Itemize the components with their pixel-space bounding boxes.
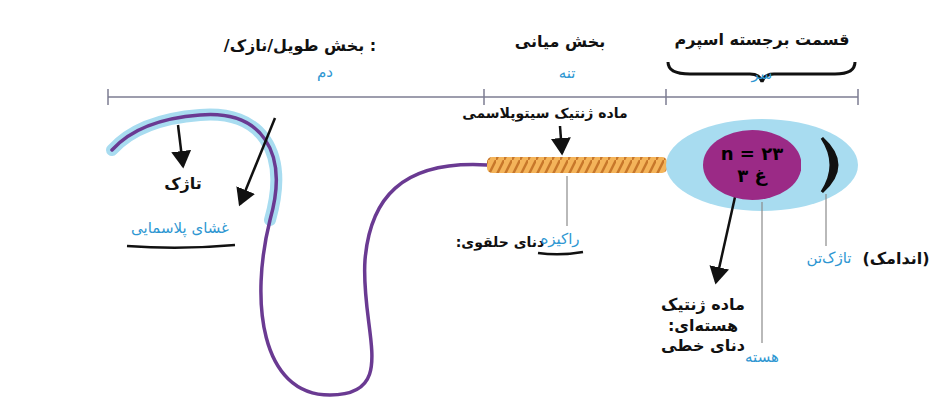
handwritten-note: ماده ژنتیک هسته‌ای: دنای خطی xyxy=(659,295,747,357)
handwritten-note: قسمت برجسته اسپرم xyxy=(675,30,850,51)
tail xyxy=(112,115,487,395)
handwritten-note: : بخش طویل/نازک/ xyxy=(224,36,376,57)
nucleus-ellipse xyxy=(703,130,802,200)
part-name: راکیزه xyxy=(540,230,579,250)
part-name: هسته xyxy=(745,348,779,368)
head xyxy=(666,119,858,211)
handwritten-note: ماده ژنتیک سیتوپلاسمی xyxy=(462,104,627,122)
part-name: سر xyxy=(752,65,773,85)
scale-bar xyxy=(108,89,858,105)
nucleus: n = ۲۳غ ۳ xyxy=(703,130,802,200)
part-name: غشای پلاسمایی xyxy=(131,219,229,239)
part-name: دم xyxy=(317,63,333,83)
handwritten-note: (اندامک) xyxy=(862,249,929,270)
part-name: تنه xyxy=(559,64,576,84)
handwritten-note: بخش میانی xyxy=(515,32,605,53)
part-name: تاژک‌تن xyxy=(806,249,851,269)
midpiece xyxy=(487,157,667,173)
chromosome-count: n = ۲۳ xyxy=(721,143,783,165)
handwritten-note: دنای حلقوی: xyxy=(456,233,545,251)
acrosome xyxy=(822,138,837,192)
handwritten-note: تاژک xyxy=(164,174,202,195)
chromosome-count: غ ۳ xyxy=(737,165,767,187)
